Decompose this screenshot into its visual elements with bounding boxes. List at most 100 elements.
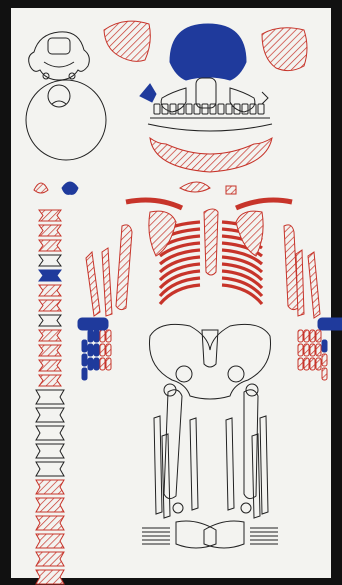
phalanx bbox=[106, 344, 111, 356]
phalanx bbox=[298, 358, 303, 370]
sternum bbox=[204, 209, 218, 275]
pelvis bbox=[149, 324, 270, 399]
vertebra bbox=[36, 498, 64, 512]
atlas-vertebra bbox=[34, 183, 48, 193]
vertebra bbox=[36, 426, 64, 440]
phalanx bbox=[316, 344, 321, 356]
vertebra bbox=[36, 552, 64, 566]
carpal-group bbox=[318, 318, 342, 330]
tooth bbox=[258, 104, 264, 114]
phalanx bbox=[88, 330, 93, 342]
phalanx bbox=[322, 354, 327, 366]
patellae bbox=[173, 503, 251, 513]
vertebra bbox=[36, 408, 64, 422]
phalanx bbox=[94, 344, 99, 356]
phalanx bbox=[298, 344, 303, 356]
phalanx bbox=[304, 344, 309, 356]
femur-right bbox=[244, 384, 258, 499]
mandible bbox=[150, 138, 272, 172]
phalanx bbox=[310, 330, 315, 342]
small-blue-bone bbox=[140, 84, 156, 102]
vertebra bbox=[39, 225, 61, 236]
vertebra bbox=[36, 534, 64, 548]
femur-left bbox=[164, 384, 182, 499]
axis-vertebra bbox=[62, 182, 78, 194]
vertebra bbox=[39, 360, 61, 371]
phalanx bbox=[106, 330, 111, 342]
humerus-right bbox=[284, 225, 298, 310]
clavicles bbox=[126, 200, 292, 208]
vertebra bbox=[39, 255, 61, 266]
tooth bbox=[242, 104, 248, 114]
phalanx bbox=[82, 354, 87, 366]
vertebra bbox=[39, 240, 61, 251]
vertebra bbox=[36, 516, 64, 530]
small-red-piece bbox=[226, 186, 236, 194]
humerus-left bbox=[116, 225, 132, 310]
phalanx bbox=[100, 330, 105, 342]
phalanx bbox=[316, 358, 321, 370]
tibia-left-2 bbox=[190, 418, 198, 510]
left-parietal-piece bbox=[104, 21, 150, 61]
hyoid-piece bbox=[180, 182, 210, 192]
tibia-fibula-left bbox=[154, 416, 170, 518]
phalanx bbox=[298, 330, 303, 342]
vertebra bbox=[39, 345, 61, 356]
vertebra bbox=[36, 570, 64, 584]
skull-base-outline bbox=[26, 32, 106, 160]
vertebra bbox=[36, 462, 64, 476]
vertebra bbox=[39, 300, 61, 311]
tarsals bbox=[204, 521, 244, 548]
phalanx bbox=[94, 358, 99, 370]
vertebra bbox=[39, 285, 61, 296]
phalanx bbox=[316, 330, 321, 342]
phalanx bbox=[322, 340, 327, 352]
vertebra bbox=[39, 375, 61, 386]
carpal-group bbox=[78, 318, 108, 330]
vertebra bbox=[39, 315, 61, 326]
tooth bbox=[154, 104, 160, 114]
right-hand bbox=[298, 318, 342, 380]
tarsals bbox=[176, 521, 216, 548]
phalanx bbox=[82, 340, 87, 352]
rib-left bbox=[160, 285, 200, 304]
tooth bbox=[186, 104, 192, 114]
vertebra bbox=[36, 480, 64, 494]
tooth bbox=[218, 104, 224, 114]
phalanx bbox=[100, 344, 105, 356]
forearm-left bbox=[86, 248, 112, 316]
obturator-right bbox=[228, 366, 244, 382]
facial-skeleton bbox=[148, 78, 272, 131]
vertebra bbox=[39, 270, 61, 281]
right-scapula bbox=[236, 211, 263, 256]
phalanx bbox=[322, 368, 327, 380]
vertebra bbox=[36, 444, 64, 458]
tibia-fibula-right bbox=[252, 416, 268, 518]
obturator-left bbox=[176, 366, 192, 382]
rib-right bbox=[222, 285, 262, 304]
phalanx bbox=[106, 358, 111, 370]
phalanx bbox=[94, 330, 99, 342]
tooth bbox=[226, 104, 232, 114]
vertebral-column bbox=[36, 210, 64, 584]
phalanx bbox=[310, 358, 315, 370]
vertebra bbox=[39, 330, 61, 341]
tooth bbox=[170, 104, 176, 114]
vertebra bbox=[36, 390, 64, 404]
phalanx bbox=[304, 330, 309, 342]
forearm-right bbox=[296, 250, 320, 318]
phalanx bbox=[304, 358, 309, 370]
phalanx bbox=[88, 344, 93, 356]
phalanx bbox=[82, 368, 87, 380]
tibia-right-2 bbox=[226, 418, 234, 510]
right-parietal-piece bbox=[262, 28, 307, 71]
tooth bbox=[202, 104, 208, 114]
frontal-bone bbox=[170, 24, 246, 80]
phalanx bbox=[88, 358, 93, 370]
vertebra bbox=[39, 210, 61, 221]
left-hand bbox=[78, 318, 111, 380]
phalanx bbox=[100, 358, 105, 370]
phalanx bbox=[310, 344, 315, 356]
